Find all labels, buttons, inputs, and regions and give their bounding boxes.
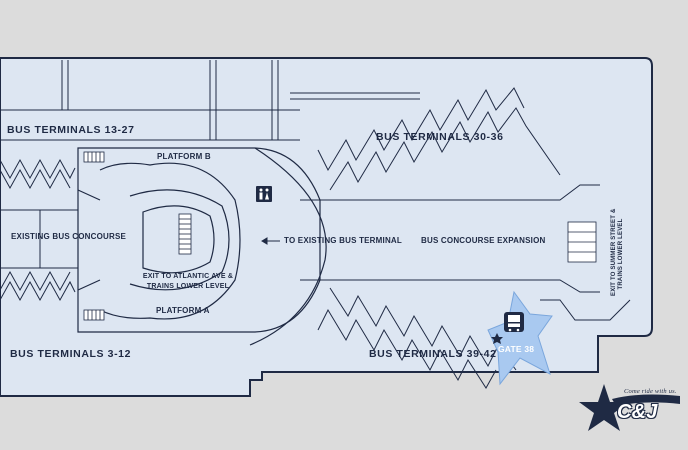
label-exit-summer-line1: EXIT TO SUMMER STREET & [611,208,617,297]
label-bus-terminals-13-27: BUS TERMINALS 13-27 [7,124,135,136]
label-to-existing-bus-terminal: TO EXISTING BUS TERMINAL [284,236,402,245]
small-star-icon [491,333,503,344]
label-gate: GATE 38 [498,344,535,354]
arrow-left-icon [261,237,280,245]
access-corridors [0,60,420,141]
label-exit-atlantic-line1: EXIT TO ATLANTIC AVE & [142,273,234,280]
logo-swoosh [612,394,680,406]
label-bus-terminals-39-42: BUS TERMINALS 39-42 [369,348,497,360]
terminal-floor [0,57,653,397]
label-exit-atlantic: EXIT TO ATLANTIC AVE & TRAINS LOWER LEVE… [140,272,236,292]
stairs-icon [83,151,597,321]
left-bus-bays [0,158,78,302]
restroom-icon [256,186,272,202]
logo-tagline: Come ride with us. [624,388,677,395]
label-exit-summer: EXIT TO SUMMER STREET & TRAINS LOWER LEV… [611,208,625,297]
bus-icon [504,312,524,332]
central-building [77,147,327,346]
logo-wordmark: C&J [617,401,658,423]
lower-right-bus-bays [300,279,631,389]
gate-star-marker [487,290,553,386]
label-bus-terminals-30-36: BUS TERMINALS 30-36 [376,131,504,143]
upper-right-bus-bays [300,87,600,201]
logo-star-icon [579,384,629,431]
label-exit-atlantic-line2: TRAINS LOWER LEVEL [146,283,230,290]
label-platform-a: PLATFORM A [156,306,210,315]
label-exit-summer-line2: TRAINS LOWER LEVEL [618,218,624,290]
label-existing-bus-concourse: EXISTING BUS CONCOURSE [11,232,127,241]
label-platform-b: PLATFORM B [157,152,211,161]
label-bus-concourse-expansion: BUS CONCOURSE EXPANSION [421,236,546,245]
label-bus-terminals-3-12: BUS TERMINALS 3-12 [10,348,132,360]
